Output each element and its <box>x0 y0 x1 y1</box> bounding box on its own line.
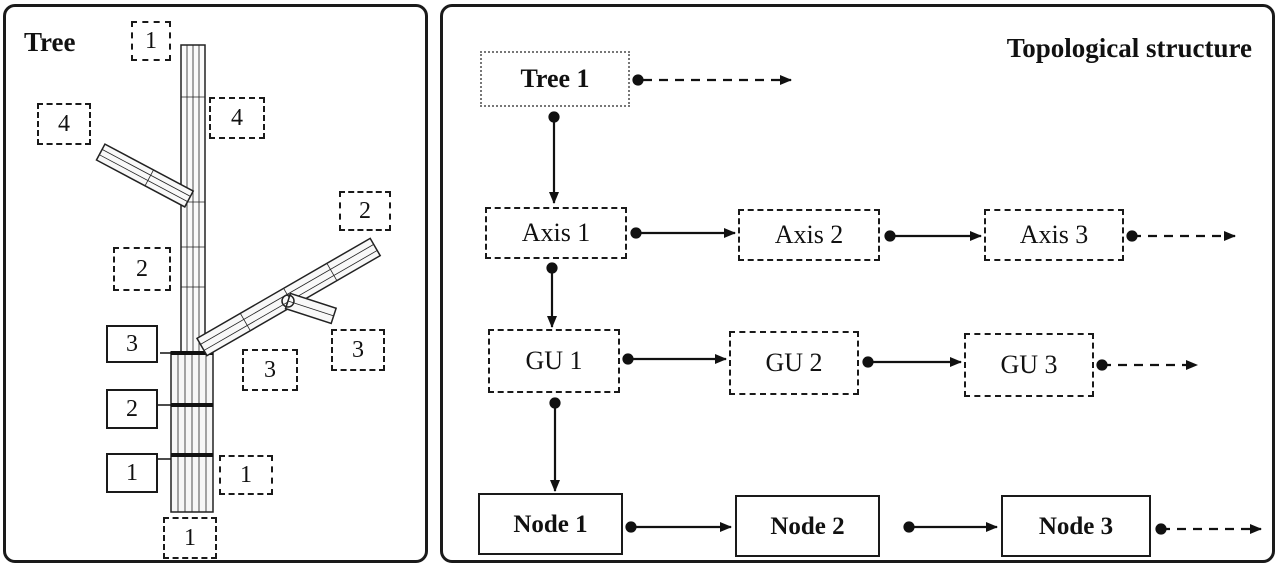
gu-label-trunk-middle: 2 <box>113 247 171 291</box>
gu-label-trunk-lower: 1 <box>219 455 273 495</box>
axis-1-box: Axis 1 <box>485 207 627 259</box>
gu-label-right-branch: 3 <box>242 349 298 391</box>
connector-node2-node3 <box>903 521 998 533</box>
tree-drawing <box>95 44 382 513</box>
connector-axis1-to-gu1 <box>546 262 558 328</box>
connector-tree-next <box>632 74 792 86</box>
connector-node3-next <box>1155 523 1262 535</box>
axis-label-small-branch: 3 <box>331 329 385 371</box>
node-label-3: 3 <box>106 325 158 363</box>
branch-upper-left <box>95 143 195 208</box>
trunk-upper <box>180 44 206 391</box>
axis-label-right-branch: 2 <box>339 191 391 231</box>
connector-node1-node2 <box>625 521 732 533</box>
topology-connectors <box>546 74 1262 535</box>
branch-junction <box>281 294 295 308</box>
axis-3-box: Axis 3 <box>984 209 1124 261</box>
connector-axis3-next <box>1126 230 1236 242</box>
topology-panel-title: Topological structure <box>1006 33 1252 63</box>
node-3-box: Node 3 <box>1001 495 1151 557</box>
axis-2-box: Axis 2 <box>738 209 880 261</box>
branch-small <box>284 292 338 325</box>
connector-axis2-axis3 <box>884 230 982 242</box>
gu-2-box: GU 2 <box>729 331 859 395</box>
topology-panel: Topological structure <box>440 4 1275 563</box>
axis-label-trunk-base: 1 <box>163 517 217 559</box>
connector-gu1-to-node1 <box>549 397 561 492</box>
gu-3-box: GU 3 <box>964 333 1094 397</box>
node-2-box: Node 2 <box>735 495 880 557</box>
node-label-1: 1 <box>106 453 158 493</box>
connector-gu1-gu2 <box>622 353 727 365</box>
connector-gu2-gu3 <box>862 356 962 368</box>
tree-1-box: Tree 1 <box>480 51 630 107</box>
axis-label-trunk-top: 1 <box>131 21 171 61</box>
trunk-lower <box>170 351 214 513</box>
connector-axis1-axis2 <box>630 227 736 239</box>
gu-1-box: GU 1 <box>488 329 620 393</box>
connector-gu3-next <box>1096 359 1198 371</box>
axis-label-upper-branch: 4 <box>37 103 91 145</box>
node-label-2: 2 <box>106 389 158 429</box>
tree-panel: Tree <box>3 4 428 563</box>
node-1-box: Node 1 <box>478 493 623 555</box>
connector-tree-to-axis1 <box>548 111 560 204</box>
gu-label-trunk-upper: 4 <box>209 97 265 139</box>
tree-panel-title: Tree <box>24 27 76 57</box>
